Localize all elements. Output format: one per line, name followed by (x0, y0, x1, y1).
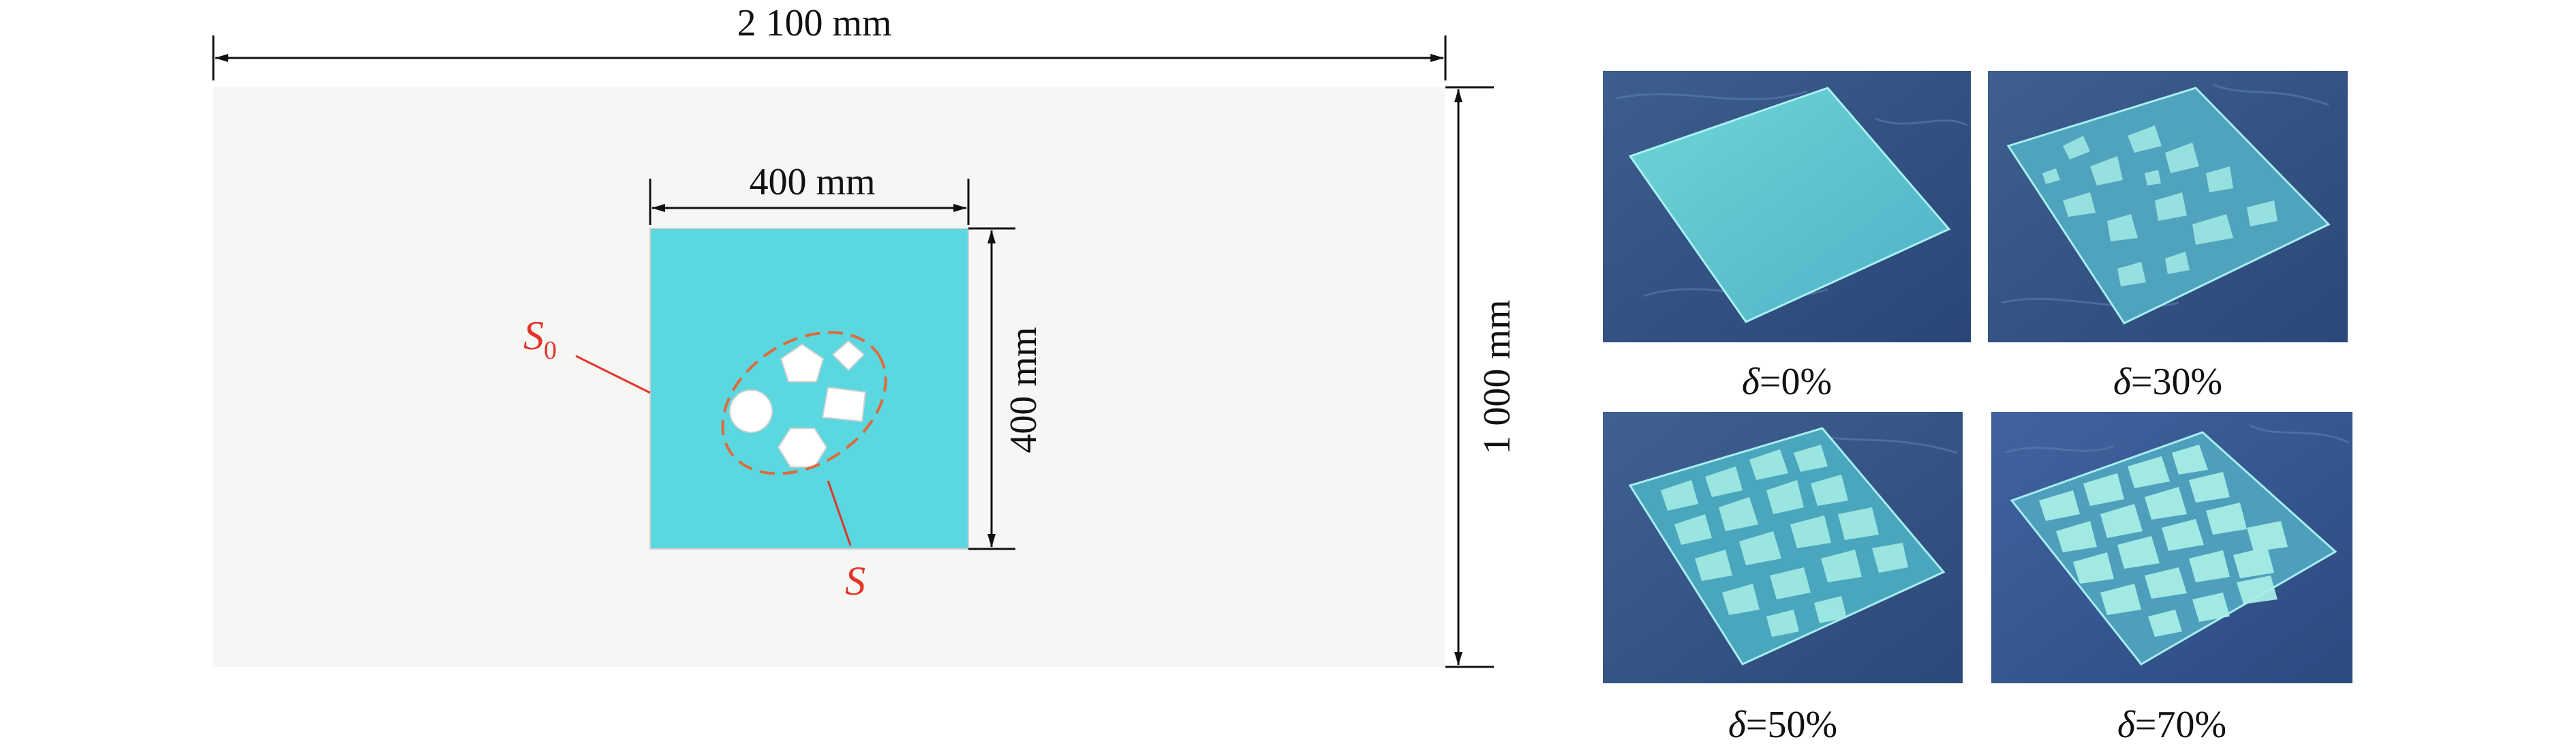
ice-sheet (649, 228, 969, 550)
caption-50-percent: δ=50% (1728, 704, 1838, 746)
ice-sheet-intact (1628, 87, 1951, 323)
ice-photo-30-percent (1988, 71, 2348, 342)
ice-photo-0-percent (1603, 71, 1971, 342)
ice-photo-70-percent (1991, 412, 2352, 683)
ice-photo-50-percent (1603, 412, 1963, 683)
hole-circle (729, 389, 773, 433)
hole-quadrilateral (821, 386, 867, 423)
inner-width-label: 400 mm (749, 161, 875, 203)
s0-label: S0 (523, 313, 557, 365)
open-water-region-boundary (721, 331, 887, 475)
caption-30-percent: δ=30% (2113, 361, 2223, 403)
s-leader-line (827, 480, 852, 546)
hole-diamond (831, 340, 865, 372)
overall-width-label: 2 100 mm (737, 2, 891, 44)
caption-0-percent: δ=0% (1741, 361, 1833, 403)
overall-height-label: 1 000 mm (1476, 299, 1518, 454)
open-water-holes (729, 340, 867, 468)
s-label: S (845, 558, 865, 603)
inner-height-label: 400 mm (1002, 327, 1045, 453)
ice-tank-diagram: 2 100 mm 1 000 mm 400 mm 400 mm S0 (212, 2, 1518, 668)
s0-leader-line (575, 355, 651, 394)
hole-pentagon-top (780, 343, 825, 383)
caption-70-percent: δ=70% (2117, 704, 2227, 746)
